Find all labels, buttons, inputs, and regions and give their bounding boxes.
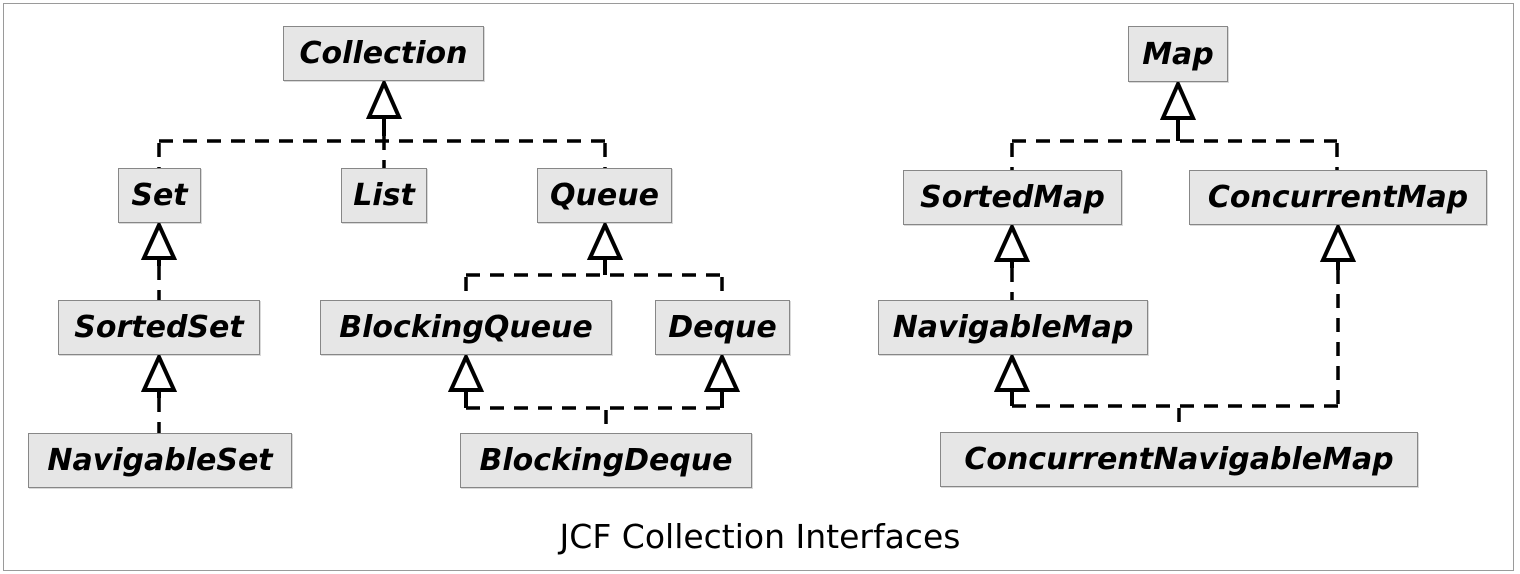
edge-navigablemap-to-sortedmap: [993, 222, 1031, 300]
node-deque: Deque: [655, 300, 790, 355]
edge-sortedset-to-set: [140, 220, 178, 300]
node-sortedset: SortedSet: [58, 300, 260, 355]
edge-concurrentnavigablemap-to-navigablemap: [993, 352, 1338, 432]
diagram-caption: JCF Collection Interfaces: [559, 517, 961, 556]
edge-set-list-queue-to-collection: [157, 78, 607, 168]
node-navigableset: NavigableSet: [28, 433, 292, 488]
node-blockingdeque: BlockingDeque: [460, 433, 752, 488]
node-sortedmap: SortedMap: [903, 170, 1122, 225]
node-blockingqueue: BlockingQueue: [320, 300, 612, 355]
edge-blockingdeque-to-blockingqueue-and-deque: [447, 352, 741, 433]
node-set: Set: [118, 168, 201, 223]
node-navigablemap: NavigableMap: [878, 300, 1148, 355]
node-map: Map: [1128, 26, 1228, 82]
node-list: List: [341, 168, 427, 223]
edge-concurrentnavigablemap-to-concurrentmap: [1319, 222, 1357, 406]
node-concurrentmap: ConcurrentMap: [1189, 170, 1487, 225]
edge-blockingqueue-deque-to-queue: [464, 220, 724, 300]
node-collection: Collection: [283, 26, 484, 81]
edge-navigableset-to-sortedset: [140, 352, 178, 433]
node-concurrentnavigablemap: ConcurrentNavigableMap: [940, 432, 1418, 487]
node-queue: Queue: [537, 168, 672, 223]
edge-sortedmap-concurrentmap-to-map: [1010, 79, 1339, 170]
